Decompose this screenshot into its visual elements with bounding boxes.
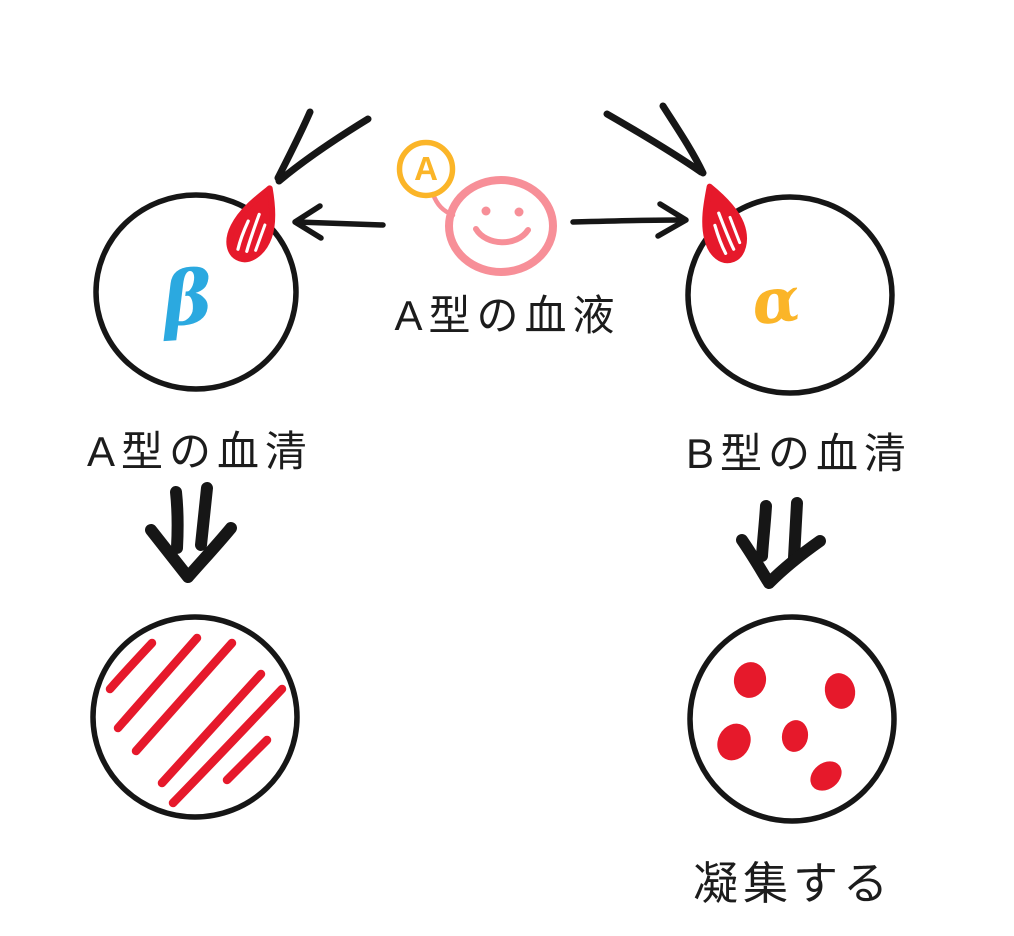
left-blood-drop-icon — [226, 185, 276, 263]
right-serum-caption: B型の血清 — [686, 430, 913, 477]
clump-5 — [810, 761, 842, 791]
smiley-right-eye — [514, 207, 524, 217]
antigen-tag-circle — [396, 139, 456, 199]
streak-1 — [105, 638, 157, 694]
streak-6 — [222, 735, 272, 785]
blood-sample-caption: A型の血液 — [394, 292, 621, 339]
right-pipette-icon — [603, 102, 707, 177]
right-pipette-stroke-1 — [603, 110, 705, 176]
arrow-right-icon — [570, 201, 689, 239]
smiley-mouth — [473, 226, 531, 246]
down-arrow-left-shaft-1 — [170, 486, 184, 554]
down-arrow-left-icon — [145, 482, 237, 583]
left-pipette-icon — [274, 108, 372, 185]
left-result-dish-circle — [90, 614, 300, 820]
right-drop-streak-2 — [717, 211, 736, 251]
arrow-left-head — [292, 203, 324, 241]
left-serum-caption: A型の血清 — [87, 428, 314, 475]
down-arrow-right-shaft-2 — [788, 497, 803, 564]
right-blood-drop-shape — [702, 183, 747, 264]
antigen-a-label: A — [414, 150, 438, 187]
left-serum-dish-circle — [93, 192, 299, 392]
arrow-left-icon — [292, 203, 386, 241]
down-arrow-right-shaft-1 — [756, 500, 772, 562]
streak-4 — [157, 669, 266, 788]
right-drop-streak-1 — [713, 223, 728, 255]
clump-2 — [824, 673, 856, 709]
left-drop-streak-2 — [245, 212, 261, 253]
left-drop-streak-3 — [254, 223, 267, 252]
streak-2 — [113, 633, 202, 733]
clump-4 — [781, 720, 809, 752]
down-arrow-left-shaft-2 — [195, 482, 213, 551]
arrow-right-head — [655, 201, 689, 239]
down-arrow-right-icon — [736, 497, 826, 589]
streak-3 — [131, 638, 237, 756]
right-drop-streak-3 — [728, 215, 742, 245]
arrow-left-shaft — [294, 219, 386, 228]
right-pipette-stroke-2 — [659, 102, 707, 177]
blood-sample-smiley-icon — [396, 139, 557, 276]
beta-antibody-symbol: β — [160, 254, 216, 344]
down-arrow-right-head — [736, 534, 826, 589]
right-blood-drop-icon — [702, 183, 747, 264]
streak-5 — [168, 684, 287, 808]
alpha-antibody-symbol: α — [748, 261, 804, 340]
antigen-tag-string — [430, 191, 456, 218]
clump-3 — [717, 723, 751, 761]
left-blood-drop-shape — [226, 185, 276, 263]
left-pipette-stroke-2 — [275, 115, 372, 185]
no-agglutination-streaks — [105, 633, 287, 808]
right-serum-dish-circle — [685, 194, 895, 396]
left-pipette-stroke-1 — [274, 108, 314, 182]
smiley-left-eye — [481, 206, 491, 216]
left-drop-streak-1 — [236, 219, 250, 251]
agglutination-caption: 凝集する — [693, 858, 894, 909]
down-arrow-left-head — [145, 522, 237, 583]
smiley-face-circle — [445, 176, 557, 276]
agglutination-clumps — [717, 662, 856, 791]
right-result-dish-circle — [687, 614, 897, 824]
clump-1 — [733, 662, 767, 698]
arrow-right-shaft — [570, 217, 684, 225]
